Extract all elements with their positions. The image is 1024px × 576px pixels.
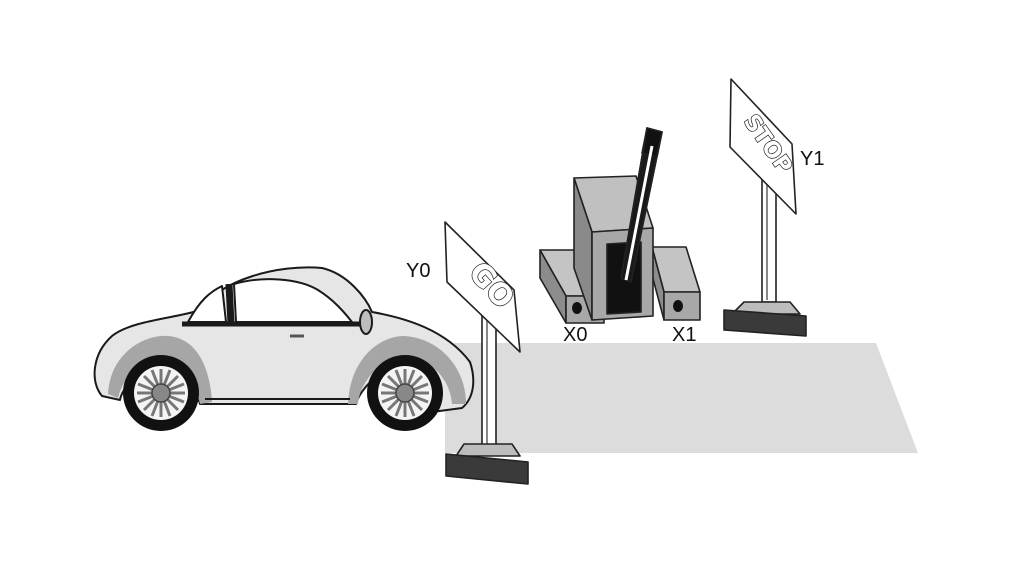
rear-wheel	[123, 355, 199, 431]
road-surface	[445, 343, 918, 453]
label-y1: Y1	[800, 148, 824, 170]
label-x1: X1	[672, 324, 696, 346]
front-wheel	[367, 355, 443, 431]
label-x0: X0	[563, 324, 587, 346]
label-y0: Y0	[406, 260, 430, 282]
barrier-gate	[539, 127, 701, 324]
go-sign	[444, 221, 529, 485]
sensor-x1-eye	[673, 300, 683, 312]
stop-sign	[723, 78, 807, 337]
sensor-x0-eye	[572, 302, 582, 314]
